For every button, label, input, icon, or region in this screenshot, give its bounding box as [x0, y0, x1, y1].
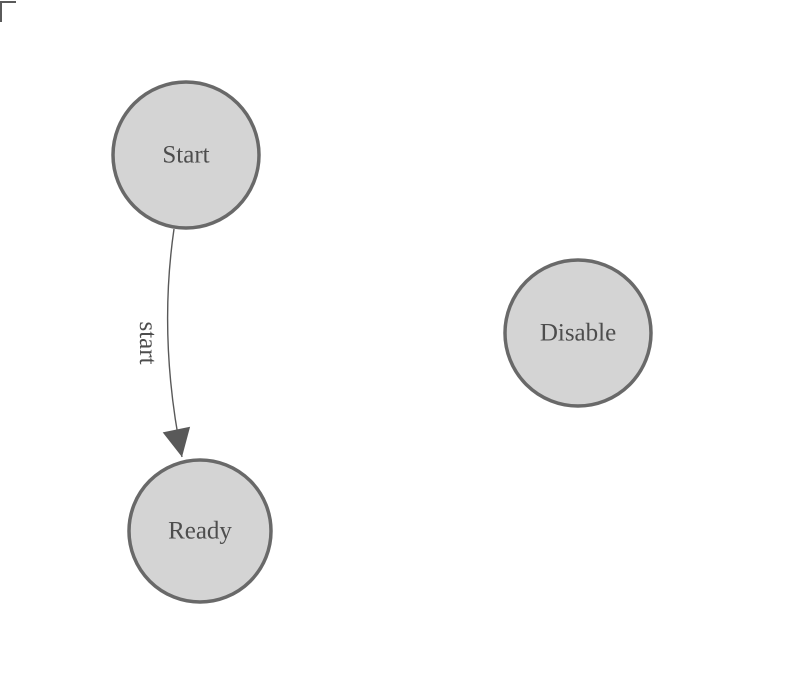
transition-start-to-ready[interactable]: start	[134, 228, 191, 458]
state-node-start[interactable]: Start	[111, 80, 261, 230]
state-node-disable[interactable]: Disable	[503, 258, 653, 408]
state-circle[interactable]	[503, 258, 653, 408]
state-node-ready[interactable]: Ready	[127, 458, 273, 604]
arrowhead-icon	[162, 426, 191, 457]
canvas-origin-corner-mark	[0, 1, 16, 22]
transition-path[interactable]	[166, 228, 183, 458]
state-label: Start	[162, 142, 209, 169]
state-label: Ready	[168, 518, 232, 545]
state-circle[interactable]	[111, 80, 261, 230]
transition-label: start	[134, 321, 161, 364]
state-label: Disable	[540, 320, 616, 347]
state-circle[interactable]	[127, 458, 273, 604]
